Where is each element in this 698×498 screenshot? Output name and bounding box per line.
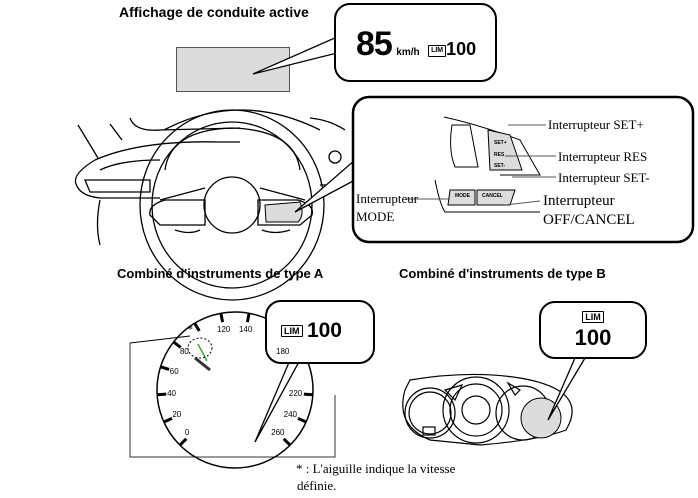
tick-label: 180 <box>276 347 290 357</box>
lim-icon: LIM <box>582 310 604 323</box>
tick-label: 140 <box>238 324 253 334</box>
tick-label: 120 <box>217 324 231 334</box>
tick-mark <box>178 437 188 447</box>
set-speed: 100 <box>306 319 342 342</box>
speed-unit: km/h <box>396 47 420 58</box>
set-speed-marker <box>187 337 213 359</box>
btn-mode-glyph: MODE <box>455 193 470 199</box>
cluster-b-highlight <box>520 397 562 439</box>
btn-cancel-glyph: CANCEL <box>482 193 503 199</box>
set-speed-needle <box>197 343 208 362</box>
footnote-line2: définie. <box>297 478 337 493</box>
set-speed: 100 <box>574 325 612 350</box>
tick-mark <box>193 322 201 332</box>
label-off-cancel: Interrupteur OFF/CANCEL <box>543 192 635 230</box>
btn-set-plus-glyph: SET+ <box>494 140 507 146</box>
tick-mark <box>163 416 173 424</box>
tick-mark <box>245 313 251 323</box>
label-off-line1: Interrupteur <box>543 193 615 209</box>
btn-res-glyph: RES <box>494 152 505 158</box>
dashboard-illustration <box>74 109 346 301</box>
btn-set-minus-glyph: SET- <box>494 163 506 169</box>
set-speed: 100 <box>446 39 477 59</box>
tick-label: 40 <box>167 388 177 398</box>
label-off-line2: OFF/CANCEL <box>543 212 635 228</box>
asterisk-marker: * <box>187 322 193 336</box>
tick-mark <box>219 313 225 323</box>
tick-mark <box>297 416 307 424</box>
speedometer-needle <box>194 356 211 372</box>
tick-mark <box>172 340 182 349</box>
label-set-plus: Interrupteur SET+ <box>548 117 644 132</box>
tick-label: 60 <box>169 366 179 376</box>
speedometer-ticks <box>157 313 313 447</box>
tick-label: 260 <box>271 428 285 438</box>
cluster-a-frame <box>129 343 336 458</box>
tick-label: 20 <box>172 410 182 420</box>
current-speed: 85 <box>356 25 393 63</box>
tick-mark <box>303 392 313 397</box>
label-mode: Interrupteur MODE <box>356 190 418 226</box>
label-res: Interrupteur RES <box>558 149 648 164</box>
speedometer-dial <box>156 311 314 469</box>
hud-title: Affichage de conduite active <box>119 4 309 20</box>
label-set-minus: Interrupteur SET- <box>558 170 650 185</box>
tick-label: 220 <box>288 388 303 398</box>
tick-label: 240 <box>283 410 297 420</box>
cluster-a-title: Combiné d'instruments de type A <box>117 266 324 281</box>
lim-icon: LIM <box>428 44 447 57</box>
cluster-a-bubble: LIM 100 <box>265 300 375 364</box>
hud-callout-pointer <box>252 36 338 75</box>
tick-label: 80 <box>179 347 189 357</box>
tick-label: 0 <box>184 428 190 438</box>
footnote-line1: * : L'aiguille indique la vitesse <box>296 461 456 476</box>
switch-detail-box <box>351 95 695 244</box>
leader-lines <box>407 124 556 206</box>
tick-mark <box>157 392 167 397</box>
label-mode-line2: MODE <box>356 209 395 224</box>
footnote: * : L'aiguille indique la vitesse défini… <box>296 460 455 494</box>
lim-icon: LIM <box>281 325 303 337</box>
tick-mark <box>160 365 170 371</box>
cluster-b-title: Combiné d'instruments de type B <box>399 266 606 281</box>
cluster-b-bubble: LIM 100 <box>539 301 647 359</box>
steering-switch-drawing <box>434 116 541 213</box>
label-mode-line1: Interrupteur <box>356 191 419 206</box>
tick-mark <box>282 437 292 447</box>
